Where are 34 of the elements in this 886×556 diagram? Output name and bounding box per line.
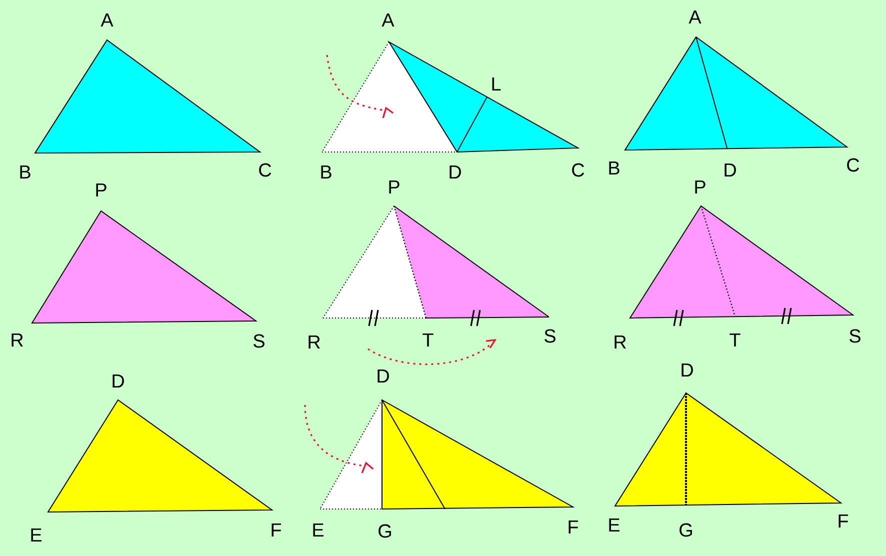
vertex-label: G (680, 523, 692, 537)
vertex-label: E (31, 528, 42, 542)
vertex-label: F (272, 523, 282, 537)
vertex-label: D (378, 369, 389, 383)
vertex-label: C (847, 158, 860, 172)
vertex-label: B (321, 165, 332, 179)
vertex-label: R (614, 335, 626, 349)
vertex-label: D (112, 374, 124, 388)
vertex-label: G (378, 524, 391, 538)
vertex-label: R (308, 335, 320, 349)
vertex-label: D (724, 163, 736, 177)
vertex-label: F (568, 520, 578, 534)
vertex-label: P (96, 183, 106, 197)
vertex-label: A (382, 13, 394, 27)
vertex-label: F (838, 514, 848, 528)
vertex-label: S (254, 334, 264, 348)
vertex-label: C (259, 163, 272, 177)
vertex-label: D (682, 363, 693, 377)
vertex-label: A (688, 10, 702, 24)
vertex-label: R (12, 333, 23, 347)
vertex-label: L (492, 77, 501, 91)
vertex-label: S (850, 329, 860, 343)
vertex-label: P (695, 180, 706, 194)
vertex-label: P (389, 180, 400, 194)
vertex-label: E (609, 518, 620, 532)
vertex-label: T (422, 333, 434, 347)
vertex-label: B (20, 165, 30, 179)
vertex-label: D (450, 165, 461, 179)
vertex-label: B (609, 161, 620, 175)
vertex-label: E (313, 523, 324, 537)
vertex-label: T (730, 333, 740, 347)
vertex-label: A (100, 13, 114, 27)
vertex-label: S (544, 329, 556, 343)
vertex-label: C (572, 163, 584, 177)
